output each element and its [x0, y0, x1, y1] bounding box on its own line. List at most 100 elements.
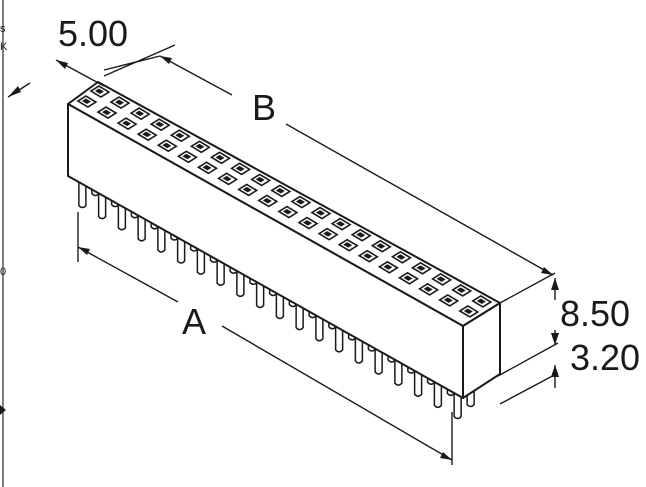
socket-hole-opening — [142, 131, 152, 138]
socket-hole — [237, 183, 259, 197]
socket-hole — [390, 250, 412, 264]
socket-hole-opening — [295, 199, 305, 205]
socket-hole — [438, 293, 460, 307]
socket-hole — [96, 106, 118, 120]
socket-hole-opening — [94, 88, 104, 95]
socket-hole — [230, 162, 252, 176]
pin-height-label: 3.20 — [570, 337, 640, 378]
a-dimension-line-left — [77, 246, 179, 303]
socket-hole — [136, 128, 158, 142]
socket-hole — [129, 107, 151, 121]
socket-hole — [471, 295, 493, 308]
socket-hole — [418, 282, 440, 296]
socket-hole — [310, 206, 332, 220]
pitch-arrow-start — [56, 60, 68, 69]
socket-hole — [270, 184, 292, 198]
socket-hole-opening — [242, 186, 252, 193]
socket-hole — [330, 217, 352, 231]
socket-hole-opening — [255, 176, 265, 183]
socket-hole-opening — [303, 220, 312, 226]
socket-hole — [250, 173, 272, 187]
socket-hole-opening — [463, 308, 473, 314]
a-label: A — [182, 301, 206, 342]
socket-hole-opening — [343, 242, 353, 248]
b-extension-left — [103, 55, 161, 71]
socket-hole-opening — [356, 232, 366, 238]
height-8-50-arrow — [551, 278, 559, 290]
socket-hole-opening — [336, 221, 346, 227]
pin-height-arrow — [551, 365, 559, 377]
socket-hole — [176, 150, 198, 164]
b-dimension-line-right — [285, 123, 554, 276]
edge-mark-mid: 0 — [0, 266, 6, 278]
socket-hole-opening — [323, 231, 333, 237]
socket-hole-opening — [202, 164, 212, 171]
a-dimension-line-right — [221, 325, 453, 461]
socket-hole-opening — [403, 275, 413, 281]
socket-hole — [377, 260, 399, 274]
socket-hole — [357, 249, 379, 263]
socket-hole-opening — [135, 110, 145, 117]
left-leader-arrow — [8, 86, 21, 97]
pin-height-extension — [499, 372, 559, 405]
socket-hole-opening — [363, 253, 373, 259]
socket-hole — [397, 271, 420, 285]
socket-hole — [370, 239, 392, 253]
socket-hole-opening — [262, 197, 272, 204]
socket-hole — [156, 139, 178, 153]
socket-hole — [189, 140, 211, 154]
socket-hole — [76, 95, 98, 108]
socket-hole — [109, 96, 131, 110]
height-label: 8.50 — [560, 293, 630, 334]
socket-hole — [209, 151, 232, 165]
b-arrow-end — [541, 267, 553, 275]
socket-hole-opening — [316, 210, 325, 216]
socket-hole — [431, 272, 453, 286]
socket-hole — [290, 195, 312, 209]
socket-hole-opening — [182, 153, 192, 160]
socket-hole — [410, 261, 433, 275]
socket-hole — [169, 129, 191, 143]
connector-end-face — [462, 302, 501, 399]
socket-hole-opening — [282, 209, 292, 215]
socket-hole-opening — [162, 142, 172, 149]
socket-hole — [337, 238, 359, 252]
edge-mark-top: s — [0, 23, 6, 35]
b-dimension-line-left — [159, 55, 233, 96]
edge-mark-upper: K — [0, 41, 8, 53]
socket-hole-opening — [81, 98, 91, 105]
socket-hole-opening — [416, 265, 426, 271]
socket-hole — [196, 161, 219, 175]
edge-arrow-mark — [0, 405, 6, 415]
socket-hole — [277, 205, 299, 219]
b-arrow-start — [160, 56, 172, 64]
socket-hole-opening — [102, 109, 111, 116]
socket-hole — [458, 305, 480, 318]
b-extension-right — [499, 272, 556, 304]
socket-hole-opening — [235, 165, 245, 172]
socket-hole — [217, 172, 239, 186]
socket-hole — [257, 194, 279, 208]
socket-hole-opening — [383, 264, 393, 270]
socket-hole — [297, 216, 319, 230]
socket-hole-opening — [456, 287, 466, 293]
socket-hole — [89, 85, 111, 98]
socket-hole-opening — [215, 154, 225, 161]
socket-hole-opening — [275, 187, 285, 194]
socket-hole-opening — [436, 276, 446, 282]
socket-hole-opening — [423, 286, 433, 292]
socket-holes — [76, 85, 493, 318]
b-label: B — [252, 87, 276, 128]
height-mid-extension — [497, 342, 559, 377]
socket-hole-opening — [476, 298, 486, 304]
socket-hole-opening — [443, 297, 453, 303]
socket-hole-opening — [396, 254, 406, 260]
height-mid-arrow — [551, 333, 559, 345]
a-arrow-start — [78, 247, 90, 255]
socket-hole — [149, 118, 171, 132]
socket-hole-opening — [115, 99, 124, 106]
socket-hole-opening — [222, 175, 232, 182]
socket-hole-opening — [122, 120, 132, 127]
